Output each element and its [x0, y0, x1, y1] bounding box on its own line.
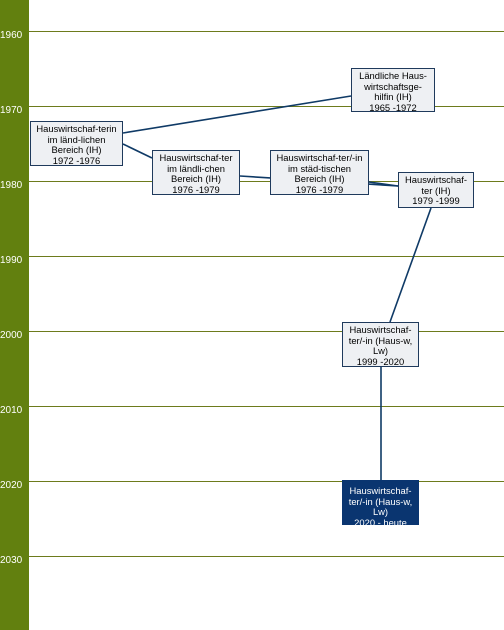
node-hauswirtschafter-hausw-1999[interactable]: Hauswirtschaf-ter/-in (Haus-w, Lw) 1999 … — [342, 322, 419, 367]
node-period: 1976 -1979 — [295, 183, 344, 195]
node-period: 1976 -1979 — [172, 183, 220, 195]
node-label: Hauswirtschaf-ter/-in (Haus-w, Lw) — [348, 324, 413, 356]
year-label: 1960 — [0, 30, 23, 41]
node-period: 1965 -1972 — [369, 101, 417, 113]
year-label: 2000 — [0, 330, 23, 341]
timeline-sidebar — [0, 0, 29, 630]
succession-edge — [122, 143, 153, 159]
node-period: 1972 -1976 — [52, 154, 101, 166]
node-hauswirtschafter-staedtisch[interactable]: Hauswirtschaf-ter/-in im städ-tischen Be… — [270, 150, 369, 195]
node-period: 1999 -2020 — [356, 355, 405, 367]
succession-edge — [389, 207, 432, 323]
succession-edge — [368, 181, 399, 187]
year-label: 2010 — [0, 405, 23, 416]
year-label: 1980 — [0, 180, 23, 191]
year-label: 1990 — [0, 255, 23, 266]
node-hauswirtschafter-ih[interactable]: Hauswirtschaf-ter (IH) 1979 -1999 — [398, 172, 474, 208]
node-period: 1979 -1999 — [412, 195, 460, 206]
node-label: Hauswirtschaf-ter (IH) — [405, 174, 467, 196]
node-label: Hauswirtschaf-terin im länd-lichen Berei… — [36, 123, 117, 155]
node-period: 2020 - heute — [354, 516, 407, 528]
node-label: Ländliche Haus-wirtschaftsge-hilfin (IH) — [359, 70, 427, 102]
succession-edge — [122, 95, 352, 134]
node-hauswirtschafter-laendlich[interactable]: Hauswirtschaf-ter im ländli-chen Bereich… — [152, 150, 240, 195]
node-laendliche-hauswirtschaftsgehilfin[interactable]: Ländliche Haus-wirtschaftsge-hilfin (IH)… — [351, 68, 435, 112]
node-hauswirtschafter-hausw-2020[interactable]: Hauswirtschaf-ter/-in (Haus-w, Lw) 2020 … — [342, 480, 419, 527]
node-label: Hauswirtschaf-ter/-in im städ-tischen Be… — [276, 152, 363, 184]
node-hauswirtschafterin-laendlich[interactable]: Hauswirtschaf-terin im länd-lichen Berei… — [30, 121, 123, 166]
node-label: Hauswirtschaf-ter/-in (Haus-w, Lw) — [348, 485, 413, 517]
year-label: 2030 — [0, 555, 23, 566]
year-label: 1970 — [0, 105, 23, 116]
node-label: Hauswirtschaf-ter im ländli-chen Bereich… — [159, 152, 233, 184]
year-label: 2020 — [0, 480, 23, 491]
